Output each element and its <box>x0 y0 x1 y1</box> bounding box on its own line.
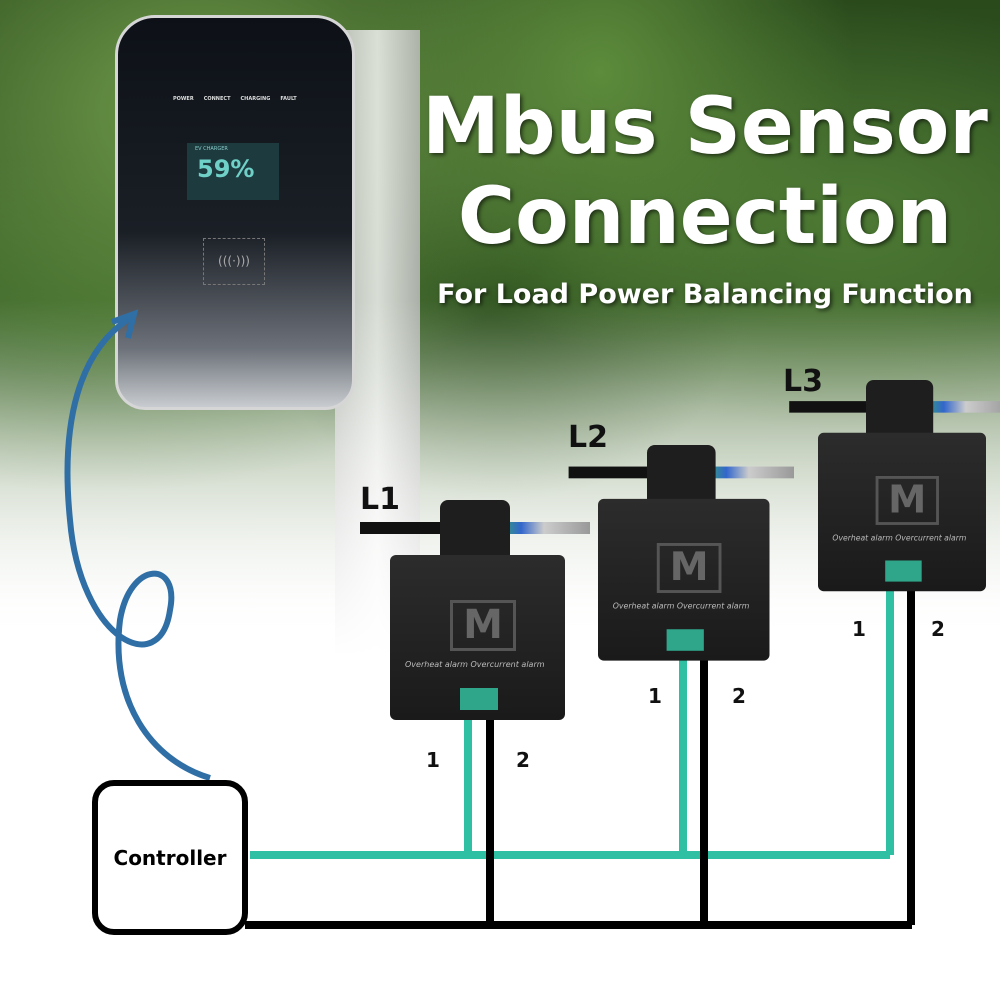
sensor-logo: M <box>450 600 516 651</box>
subtitle: For Load Power Balancing Function <box>437 279 973 310</box>
controller-label: Controller <box>113 845 227 870</box>
l3-terminal-2: 2 <box>931 617 945 641</box>
l1-terminal-2: 2 <box>516 748 530 772</box>
terminal-connector <box>460 688 498 710</box>
indicator-fault: FAULT <box>280 96 297 102</box>
l2-terminal-2: 2 <box>732 684 746 708</box>
charge-percent: 59% <box>197 155 255 183</box>
arrow-head-icon <box>110 309 139 339</box>
label-l2: L2 <box>568 420 608 455</box>
terminal-connector <box>666 629 704 651</box>
l1-terminal-1: 1 <box>426 748 440 772</box>
sensor-alarm-text: Overheat alarm Overcurrent alarm <box>832 533 967 543</box>
sensor-logo: M <box>656 543 722 593</box>
sensor-alarm-text: Overheat alarm Overcurrent alarm <box>612 601 750 611</box>
ev-charger: POWER CONNECT CHARGING FAULT EV CHARGER … <box>115 15 355 410</box>
charger-cable <box>64 315 211 781</box>
indicator-labels: POWER CONNECT CHARGING FAULT <box>173 96 297 102</box>
sensor-logo: M <box>875 476 939 525</box>
indicator-power: POWER <box>173 96 194 102</box>
terminal-connector <box>885 560 922 582</box>
charger-screen: EV CHARGER 59% <box>187 143 279 200</box>
controller-box: Controller <box>92 780 248 935</box>
title-line-1: Mbus Sensor <box>422 82 988 172</box>
indicator-connect: CONNECT <box>203 96 231 102</box>
screen-label: EV CHARGER <box>195 146 228 152</box>
rfid-icon: (((·))) <box>203 238 265 285</box>
label-l1: L1 <box>360 482 400 517</box>
sensor-alarm-text: Overheat alarm Overcurrent alarm <box>405 660 545 669</box>
indicator-charging: CHARGING <box>240 96 271 102</box>
l3-terminal-1: 1 <box>852 617 866 641</box>
label-l3: L3 <box>783 364 823 399</box>
title-line-2: Connection <box>457 172 953 262</box>
l2-terminal-1: 1 <box>648 684 662 708</box>
